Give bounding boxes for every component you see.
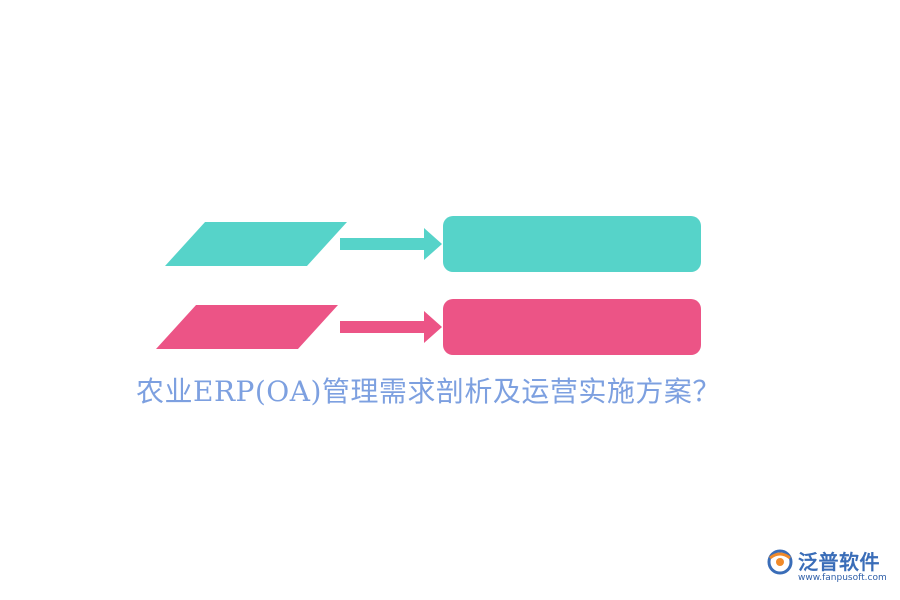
pink-parallelogram — [156, 305, 338, 349]
logo-name: 泛普软件 — [798, 550, 880, 574]
pink-arrow-icon — [340, 311, 442, 343]
logo-url: www.fanpusoft.com — [798, 573, 887, 583]
teal-arrow-icon — [340, 228, 442, 260]
page-title: 农业ERP(OA)管理需求剖析及运营实施方案？ — [136, 375, 721, 408]
teal-parallelogram — [165, 222, 347, 266]
pink-rounded-box — [443, 299, 701, 355]
fanpu-logo-icon — [767, 549, 793, 575]
teal-rounded-box — [443, 216, 701, 272]
brand-logo: 泛普软件 www.fanpusoft.com — [760, 546, 890, 590]
